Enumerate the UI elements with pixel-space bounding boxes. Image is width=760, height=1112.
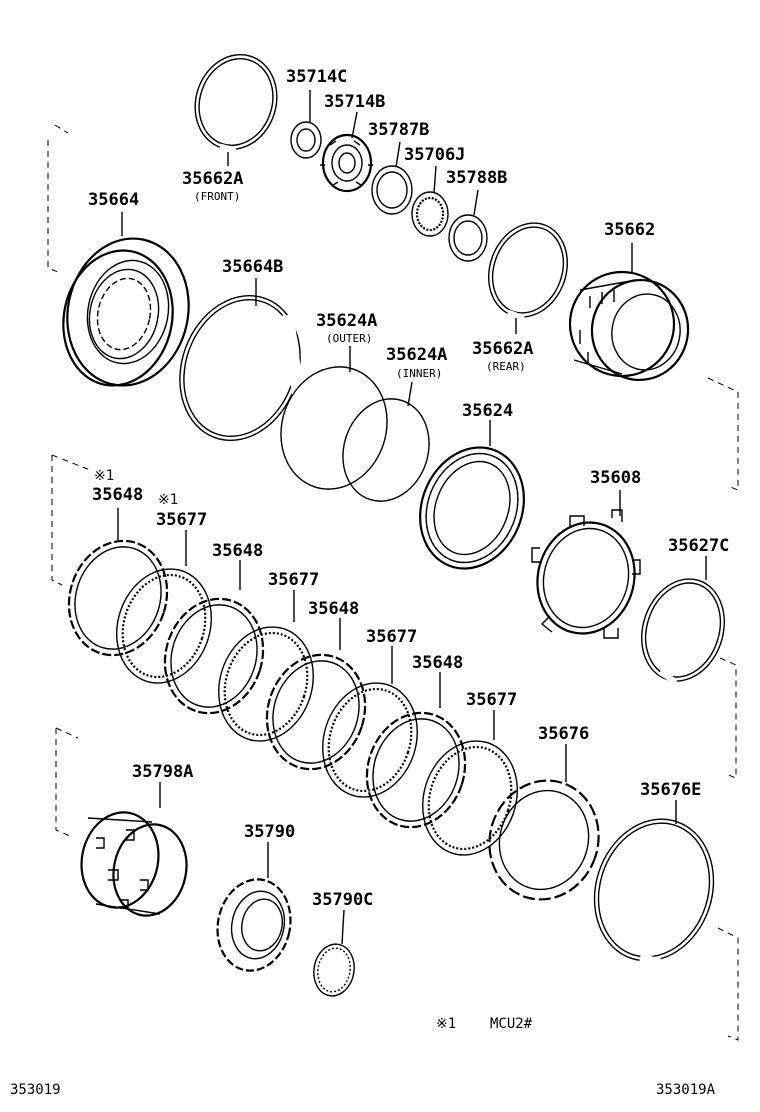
dash-frame-mid-right [719,657,737,779]
label-35648-2: 35648 [212,541,263,561]
dash-frame-lower-left [55,727,79,837]
sublabel-front: (FRONT) [194,190,240,203]
plate-35648-3 [265,653,367,771]
label-35787b: 35787B [368,120,429,140]
label-35798a: 35798A [132,762,193,782]
race-35788b [448,214,488,262]
label-35677-2: 35677 [268,570,319,590]
oring-35624a-outer [280,366,388,490]
snap-ring-35676e [593,818,715,966]
label-35677-3: 35677 [366,627,417,647]
note-mark: ※1 [436,1016,456,1032]
label-35624: 35624 [462,401,513,421]
drum-35662 [568,270,690,382]
label-35790: 35790 [244,822,295,842]
oring-35624a-inner [342,398,430,502]
label-35664: 35664 [88,190,139,210]
dash-frame-lower-right [717,927,739,1041]
note-text: MCU2# [490,1016,533,1032]
label-35648-1: 35648 [92,485,143,505]
bearing-35706j [411,191,449,237]
label-35662: 35662 [604,220,655,240]
sublabel-inner: (INNER) [396,367,442,380]
dash-frame-upper-right [707,377,739,491]
snap-ring-35627c [641,578,725,685]
footer-right-code: 353019A [656,1082,716,1098]
snap-ring-35664b [179,294,304,442]
bearing-35790c [313,943,355,997]
label-35676e: 35676E [640,780,701,800]
hub-35798a [80,811,188,917]
label-35790c: 35790C [312,890,373,910]
dash-frame-upper-left [47,124,69,273]
label-35676: 35676 [538,724,589,744]
label-35662a-rear: 35662A [472,339,533,359]
flange-35676 [488,779,600,901]
label-35608: 35608 [590,468,641,488]
plate-35677-1 [116,568,212,684]
label-35706j: 35706J [404,145,465,165]
plate-35648-1 [67,539,169,657]
sublabel-outer: (OUTER) [326,332,372,345]
plate-35648-2 [163,597,265,715]
label-35664b: 35664B [222,257,283,277]
gear-35790 [216,878,292,972]
piston-35624 [419,446,525,570]
snap-ring-35662a-rear [487,222,569,321]
sublabel-rear: (REAR) [486,360,526,373]
snap-ring-35662a-front [194,54,278,153]
label-35714c: 35714C [286,67,347,87]
drum-35664 [62,237,190,387]
label-35624a-inner: 35624A [386,345,447,365]
label-35714b: 35714B [324,92,385,112]
plate-35677-2 [218,626,314,742]
label-35677-1: 35677 [156,510,207,530]
label-35677-4: 35677 [466,690,517,710]
spring-35608 [531,509,641,639]
label-35648-4: 35648 [412,653,463,673]
clutch-35714b [320,133,373,193]
race-35714c [290,121,322,159]
plate-35677-4 [422,740,518,856]
plate-35677-3 [322,682,418,798]
footer-left-code: 353019 [10,1082,61,1098]
label-35627c: 35627C [668,536,729,556]
mark-35677-1: ※1 [158,492,178,508]
label-35662a-front: 35662A [182,169,243,189]
plate-35648-4 [365,711,467,829]
race-35787b [371,165,413,215]
label-35788b: 35788B [446,168,507,188]
dash-frame-mid-left [51,454,91,586]
label-35648-3: 35648 [308,599,359,619]
mark-35648-1: ※1 [94,468,114,484]
label-35624a-outer: 35624A [316,311,377,331]
